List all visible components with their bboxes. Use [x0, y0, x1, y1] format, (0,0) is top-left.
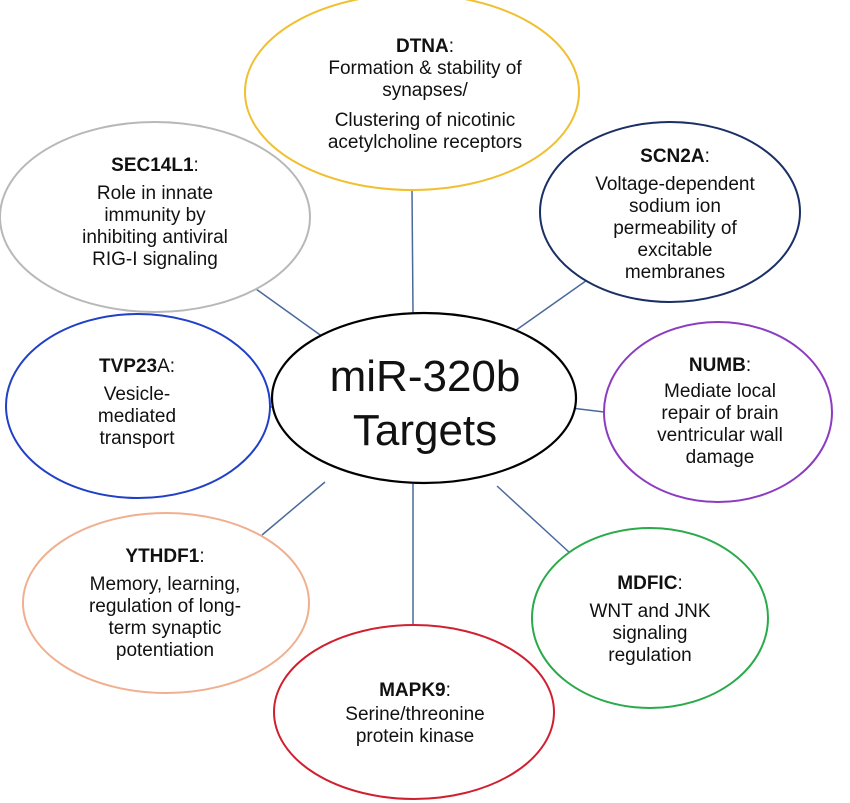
ellipse-scn2a — [539, 121, 801, 303]
node-numb-line: Mediate local — [664, 381, 776, 403]
node-mapk9-line: Serine/threonine — [345, 704, 485, 726]
node-dtna-line: synapses/ — [382, 80, 468, 102]
connector-dtna — [411, 189, 414, 314]
connector-scn2a — [511, 277, 591, 334]
ellipse-sec14l1 — [0, 121, 311, 313]
node-numb: NUMB: Mediate local repair of brain vent… — [615, 355, 825, 469]
node-ythdf1-line: term synaptic — [108, 618, 222, 640]
node-ythdf1-line: regulation of long- — [88, 596, 242, 618]
node-numb-name: NUMB — [688, 355, 746, 376]
connector-mdfic — [496, 485, 571, 554]
node-mapk9-suffix: : — [445, 680, 451, 701]
ellipse-mdfic — [531, 527, 769, 709]
node-mapk9-name: MAPK9 — [379, 680, 446, 701]
connector-sec14l1 — [255, 288, 324, 338]
node-mdfic-line: WNT and JNK — [589, 601, 711, 623]
ellipse-center — [270, 311, 578, 485]
node-numb-suffix: : — [745, 355, 752, 376]
node-tvp23a-line: mediated — [97, 406, 177, 428]
node-numb-line: ventricular wall — [657, 425, 783, 447]
node-mdfic: MDFIC: WNT and JNK signaling regulation — [550, 573, 750, 667]
node-sec14l1: SEC14L1: Role in innate immunity by inhi… — [35, 155, 275, 271]
node-tvp23a-line: Vesicle- — [103, 384, 171, 406]
node-dtna-line: Clustering of nicotinic — [334, 110, 516, 132]
node-shapes — [0, 0, 833, 800]
node-tvp23a-suffix: A: — [157, 356, 176, 377]
node-dtna-name: DTNA — [395, 36, 449, 57]
ellipse-numb — [603, 321, 833, 503]
node-scn2a: SCN2A: Voltage-dependent sodium ion perm… — [560, 146, 790, 284]
node-scn2a-name: SCN2A — [640, 146, 705, 167]
node-mapk9: MAPK9: Serine/threonine protein kinase — [290, 680, 540, 748]
node-dtna-line: acetylcholine receptors — [327, 132, 523, 154]
node-mdfic-line: regulation — [608, 645, 692, 667]
node-mapk9-line: protein kinase — [355, 726, 475, 748]
node-sec14l1-line: immunity by — [104, 205, 206, 227]
node-tvp23a: TVP23A: Vesicle- mediated transport — [22, 356, 252, 450]
node-ythdf1-suffix: : — [199, 546, 205, 567]
node-mdfic-name: MDFIC — [617, 573, 678, 594]
ellipse-dtna — [244, 0, 580, 191]
node-mdfic-suffix: : — [677, 573, 683, 594]
connector-ythdf1 — [261, 481, 326, 536]
ellipse-ythdf1 — [22, 512, 310, 694]
node-sec14l1-line: Role in innate — [96, 183, 214, 205]
node-dtna-suffix: : — [448, 36, 455, 57]
node-scn2a-line: permeability of — [613, 218, 737, 240]
ellipse-tvp23a — [5, 313, 271, 499]
node-dtna-line: Formation & stability of — [328, 58, 522, 80]
node-scn2a-line: excitable — [637, 240, 713, 262]
node-sec14l1-line: inhibiting antiviral — [82, 227, 228, 249]
node-numb-line: repair of brain — [661, 403, 779, 425]
node-ythdf1-line: Memory, learning, — [89, 574, 241, 596]
center-line-2: Targets — [352, 405, 498, 455]
node-sec14l1-line: RIG-I signaling — [92, 249, 218, 271]
node-numb-line: damage — [685, 447, 755, 469]
node-tvp23a-name: TVP23 — [98, 356, 158, 377]
node-ythdf1-line: potentiation — [115, 640, 215, 662]
center-line-1: miR-320b — [329, 352, 521, 401]
node-scn2a-line: membranes — [624, 262, 726, 284]
node-ythdf1-name: YTHDF1 — [125, 546, 200, 567]
center-label: miR-320b Targets — [290, 350, 560, 457]
node-ythdf1: YTHDF1: Memory, learning, regulation of … — [50, 546, 280, 662]
node-scn2a-suffix: : — [704, 146, 710, 167]
node-scn2a-line: Voltage-dependent — [595, 174, 755, 196]
ellipse-mapk9 — [273, 624, 555, 800]
node-dtna: DTNA: Formation & stability of synapses/… — [270, 36, 580, 154]
node-sec14l1-name: SEC14L1 — [111, 155, 194, 176]
node-tvp23a-line: transport — [99, 428, 175, 450]
node-scn2a-line: sodium ion — [629, 196, 721, 218]
node-sec14l1-suffix: : — [193, 155, 199, 176]
connector-lines — [255, 189, 605, 625]
node-mdfic-line: signaling — [612, 623, 688, 645]
